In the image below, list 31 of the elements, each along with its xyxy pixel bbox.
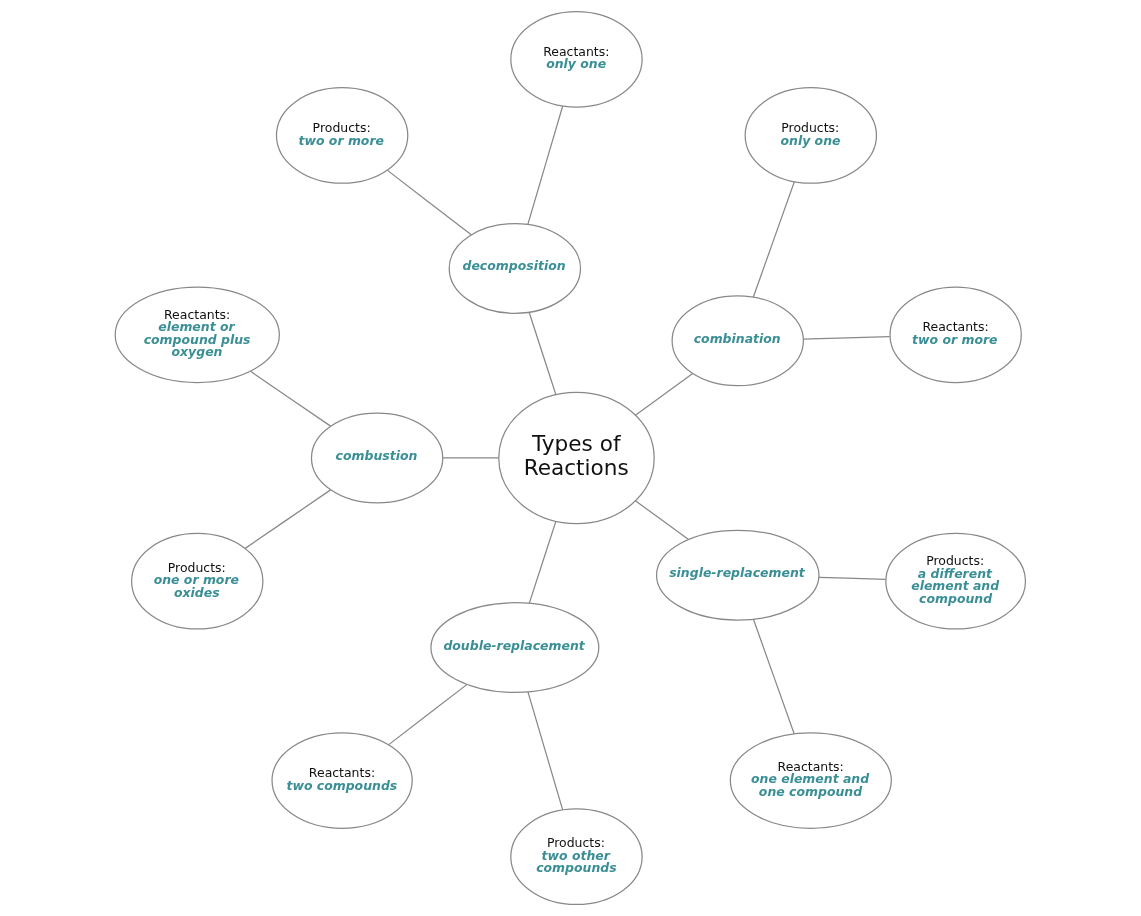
connector [752,181,795,298]
node-ellipse: Reactants: two or more [889,286,1022,384]
node-ellipse: Products: one or more oxides [131,532,264,630]
connector [442,457,500,459]
connector [388,684,468,746]
connector [527,691,564,811]
connector [818,576,887,580]
node-ellipse: Reactants: only one [510,10,643,108]
connector [528,520,557,604]
connector [527,105,564,225]
node-ellipse: combustion [310,412,444,504]
node-ellipse: Products: two or more [275,87,409,184]
connector [752,618,795,735]
node-ellipse: decomposition [448,222,582,314]
connector [802,336,891,340]
node-ellipse: Products: only one [744,87,878,184]
node-ellipse: single-replacement [655,529,820,621]
connector [244,489,332,549]
connector [386,169,472,236]
node-ellipse: Products: a different element and compound [885,532,1027,630]
node-ellipse: Reactants: one element and one compound [729,732,892,829]
node-ellipse: Reactants: element or compound plus oxygen [114,286,280,384]
node-ellipse: double-replacement [430,602,600,694]
connector [634,500,690,541]
node-ellipse: Types of Reactions [498,391,655,525]
connector [250,370,332,427]
node-ellipse: Products: two other compounds [510,808,643,906]
connector [528,311,557,396]
node-ellipse: combination [671,295,804,387]
node-ellipse: Reactants: two compounds [271,732,413,829]
connector [634,372,694,416]
